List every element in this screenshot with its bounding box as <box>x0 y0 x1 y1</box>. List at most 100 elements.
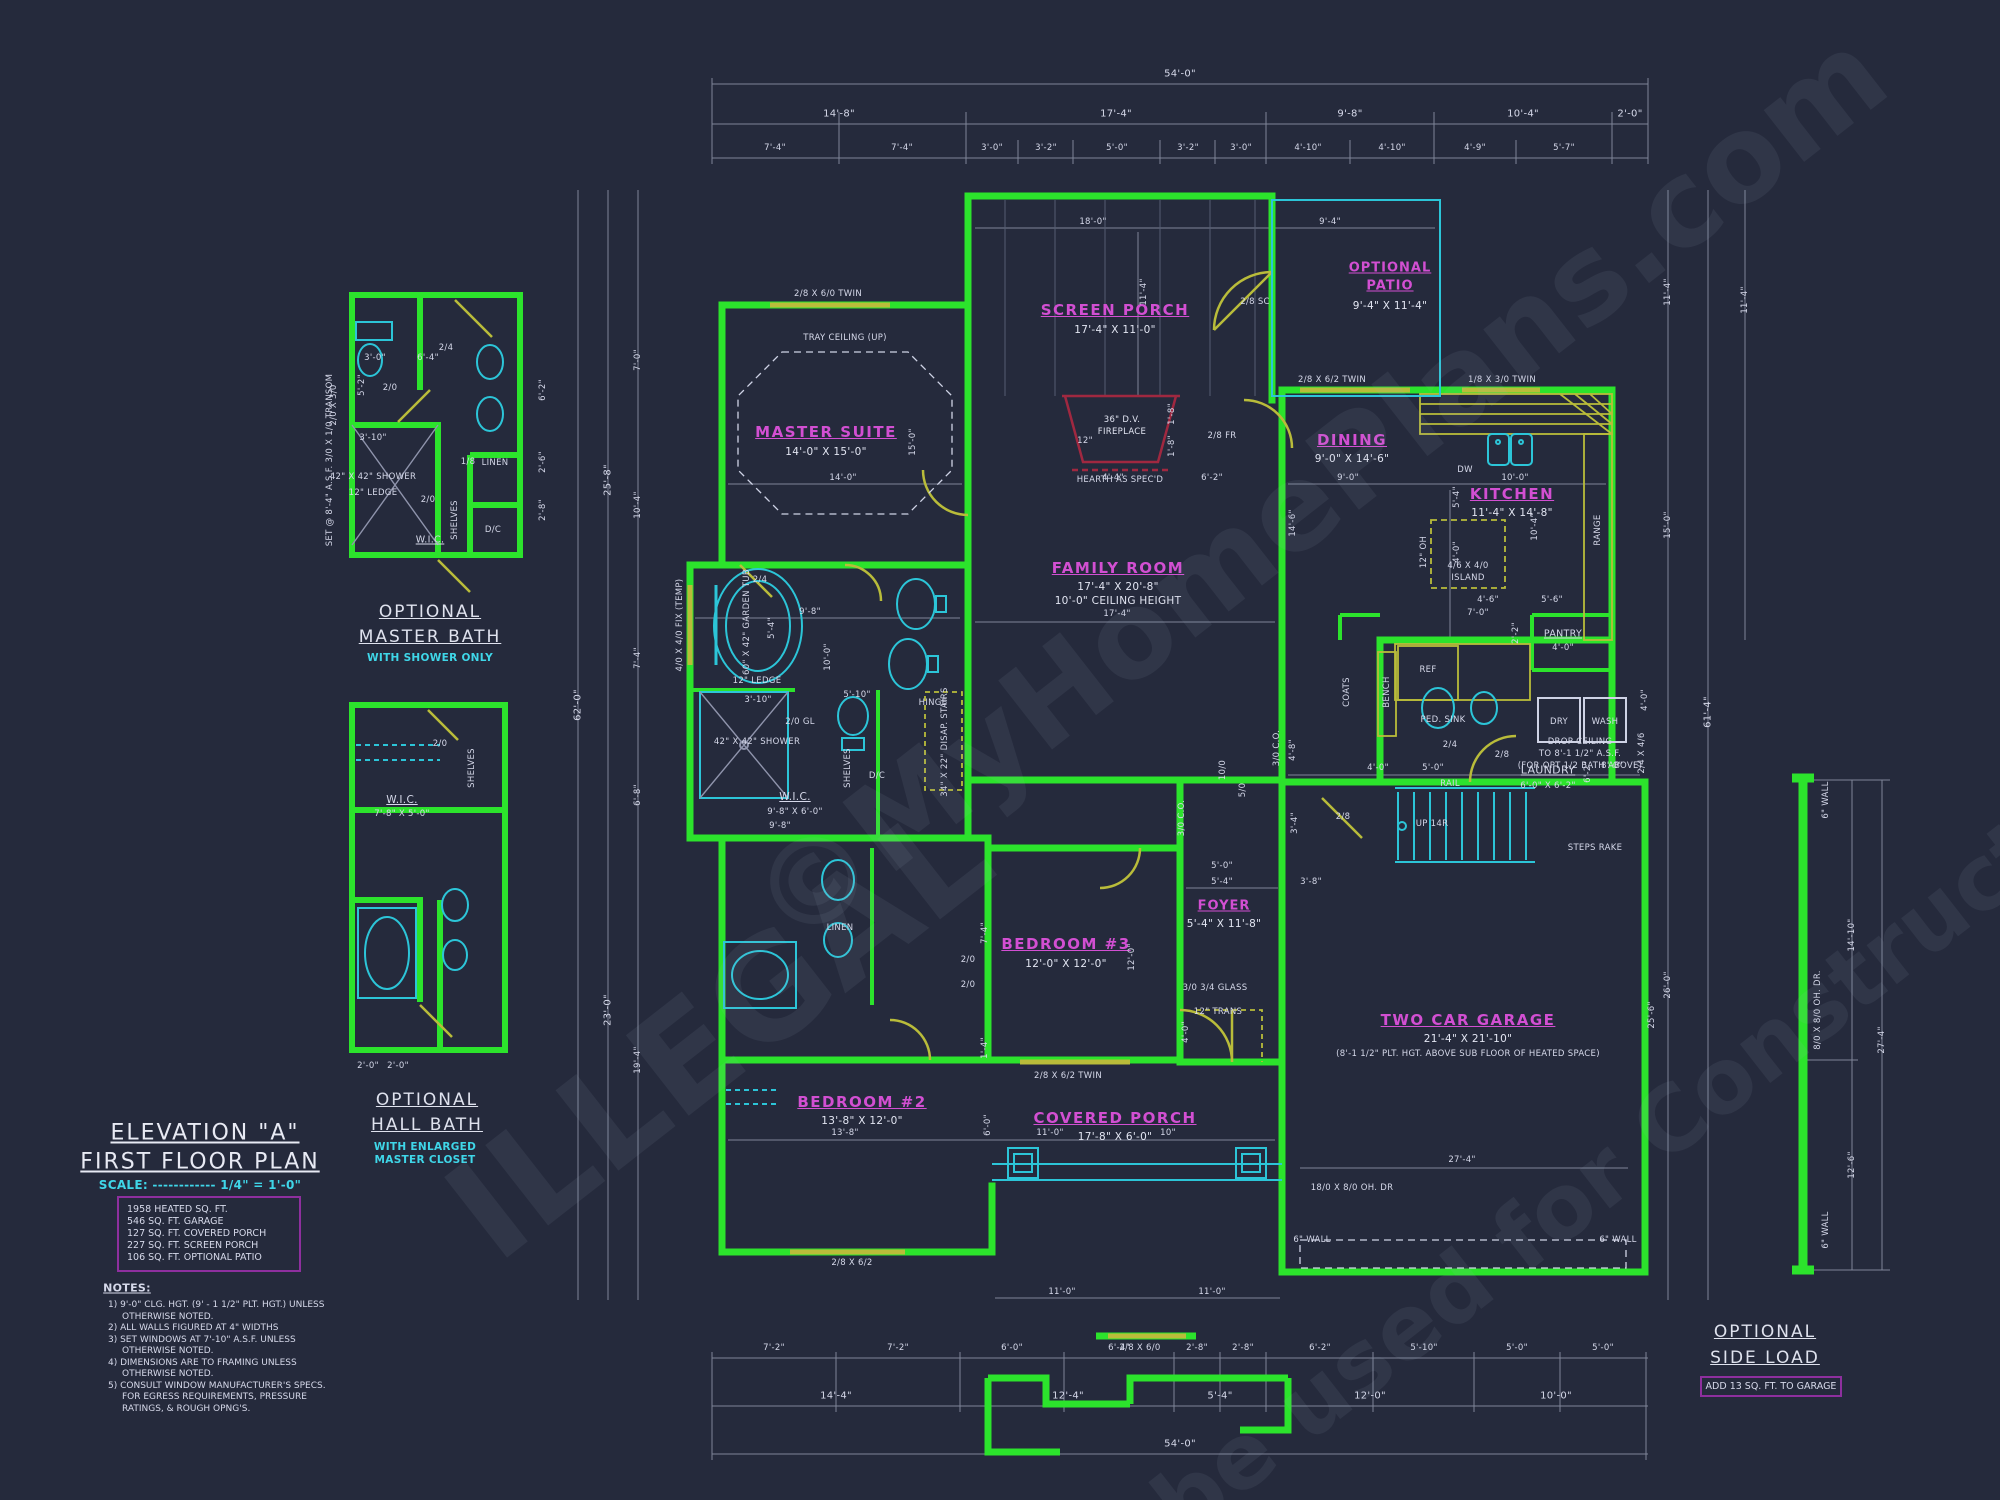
dim: 11'-4" <box>1663 278 1673 306</box>
option-master-bath-title: OPTIONAL <box>378 602 482 622</box>
window-tag: 2/8 X 6/2 <box>831 1258 873 1268</box>
note-item: 5) CONSULT WINDOW MANUFACTURER'S SPECS. … <box>108 1380 326 1414</box>
dim: 2'-2" <box>1511 622 1521 644</box>
door-tag: 2/0 <box>432 739 448 749</box>
window-tag: 2/8 X 6/0 TWIN <box>794 289 862 299</box>
window-tag: 1/8 X 3/0 TWIN <box>1468 375 1536 385</box>
room-label-wic: W.I.C. <box>779 791 811 803</box>
dimension-lines <box>577 78 1890 1460</box>
linen-label: LINEN <box>481 458 509 468</box>
room-dims: 7'-8" X 5'-0" <box>374 809 430 819</box>
dc-label: D/C <box>868 771 886 781</box>
dim: 1'-4" <box>980 1037 990 1059</box>
note-item: 2) ALL WALLS FIGURED AT 4" WIDTHS <box>108 1323 279 1333</box>
dim: 4'-8" <box>1288 739 1298 761</box>
tray-ceiling-note: TRAY CEILING (UP) <box>803 333 887 343</box>
disappearing-stairs-label: 34" X 22" DISAP. STAIRS <box>940 687 950 797</box>
door-tag: 2/4 <box>438 343 454 353</box>
dim: 9'-0" <box>1337 473 1359 483</box>
dim: 12'-0" <box>1354 1390 1386 1402</box>
dim: 10'-4" <box>633 491 643 519</box>
room-ceiling-note: 10'-0" CEILING HEIGHT <box>1054 595 1182 607</box>
room-dims: 17'-4" X 20'-8" <box>1077 581 1159 593</box>
drop-ceiling-note: (FOR OPT 1/2 BATH ABOVE) <box>1517 761 1643 771</box>
dim: 7'-0" <box>633 349 643 371</box>
dryer-label: DRY <box>1550 717 1568 727</box>
dim: 12'-6" <box>1847 1151 1857 1179</box>
garden-tub-label: 60" X 42" GARDEN TUB <box>742 569 752 675</box>
side-load-note: ADD 13 SQ. FT. TO GARAGE <box>1705 1381 1837 1392</box>
door-tag: 2/8 <box>1335 812 1351 822</box>
option-master-bath-title: MASTER BATH <box>358 627 502 647</box>
area-line: 127 SQ. FT. COVERED PORCH <box>127 1228 267 1239</box>
dim: 5'-7" <box>1553 143 1575 153</box>
dim: 15'-0" <box>908 428 918 456</box>
dc-label: D/C <box>484 525 502 535</box>
dim-bottom-total: 54'-0" <box>1164 1438 1196 1450</box>
dim: 5'-10" <box>843 690 871 700</box>
room-dims: 4'-0" <box>1552 643 1574 653</box>
side-load-note-box: ADD 13 SQ. FT. TO GARAGE <box>1700 1376 1842 1397</box>
shower-label: 42" X 42" SHOWER <box>713 737 801 747</box>
dim: 1'-8" <box>1167 435 1177 457</box>
dim: 18'-0" <box>1079 217 1107 227</box>
room-label-optional-patio: OPTIONAL <box>1348 260 1432 276</box>
dim: 10'-0" <box>1540 1390 1572 1402</box>
dim: 2'-8" <box>538 499 548 521</box>
front-door-label: 3/0 3/4 GLASS <box>1182 983 1248 993</box>
option-hall-bath-sub: WITH ENLARGED <box>373 1141 477 1153</box>
dim: 3'-2" <box>1035 143 1057 153</box>
dim: 4'-9" <box>1464 143 1486 153</box>
room-dims: 17'-4" X 11'-0" <box>1074 324 1156 336</box>
dim: 14'-4" <box>820 1390 852 1402</box>
dim: 25'-6" <box>1647 1001 1657 1029</box>
room-dims: 6'-0" X 6'-2" <box>1520 781 1576 791</box>
room-dims: 21'-4" X 21'-10" <box>1423 1033 1513 1045</box>
room-label-foyer: FOYER <box>1197 898 1251 914</box>
dim: 5'-4" <box>1211 877 1233 887</box>
hearth-note: HEARTH AS SPEC'D <box>1076 475 1164 485</box>
option-master-bath-sub: WITH SHOWER ONLY <box>366 652 494 664</box>
hinge-label: HINGE <box>918 698 948 708</box>
door-tag: 1/8 <box>460 457 476 467</box>
room-dims: 13'-8" X 12'-0" <box>821 1115 903 1127</box>
overhang-label: 12" OH <box>1419 535 1429 569</box>
dim: 2'-8" <box>1186 1343 1208 1353</box>
dim: 3'-8" <box>1300 877 1322 887</box>
dim: 6'-4" <box>1108 1343 1130 1353</box>
wic-label: W.I.C. <box>415 534 445 546</box>
room-dims: 9'-4" X 11'-4" <box>1352 300 1428 312</box>
cased-opening-tag: 3/0 C.O. <box>1272 729 1282 767</box>
fireplace <box>1062 394 1180 472</box>
dim: 5'-0" <box>1506 1343 1528 1353</box>
area-line: 227 SQ. FT. SCREEN PORCH <box>127 1240 259 1251</box>
dim: 5'-0" <box>1592 1343 1614 1353</box>
door-tag: 2/0 <box>960 955 976 965</box>
dim: 10'-4" <box>1507 108 1539 120</box>
dim: 6'-2" <box>1201 473 1223 483</box>
door-tag: 2/8 SC <box>1240 297 1270 307</box>
dim: 2'-6" <box>538 451 548 473</box>
dim: 5'-0" <box>1422 763 1444 773</box>
dim: 4'-6" <box>1477 595 1499 605</box>
dishwasher-label: DW <box>1457 465 1473 475</box>
dim: 17'-4" <box>1100 108 1132 120</box>
room-label-optional-patio: PATIO <box>1366 278 1414 294</box>
dim: 1'-8" <box>1167 403 1177 425</box>
option-side-load-title: SIDE LOAD <box>1710 1348 1820 1368</box>
window-tag: 2/0 X 3/0 <box>329 384 339 426</box>
dim: 4'-10" <box>1378 143 1406 153</box>
notes-title: NOTES: <box>103 1281 151 1295</box>
dim: 27'-4" <box>1448 1155 1476 1165</box>
area-line: 546 SQ. FT. GARAGE <box>127 1216 224 1227</box>
drop-ceiling-note: TO 8'-1 1/2" A.S.F. <box>1538 749 1622 759</box>
dim: 5'-4" <box>1207 1390 1233 1402</box>
rail-label: RAIL <box>1440 779 1460 789</box>
wall-thickness-label: 6" WALL <box>1293 1235 1331 1245</box>
area-line: 1958 HEATED SQ. FT. <box>127 1204 228 1215</box>
door-tag: 2/4 <box>1442 740 1458 750</box>
dim: 3'-4" <box>1290 812 1300 834</box>
dim: 10'-0" <box>1501 473 1529 483</box>
